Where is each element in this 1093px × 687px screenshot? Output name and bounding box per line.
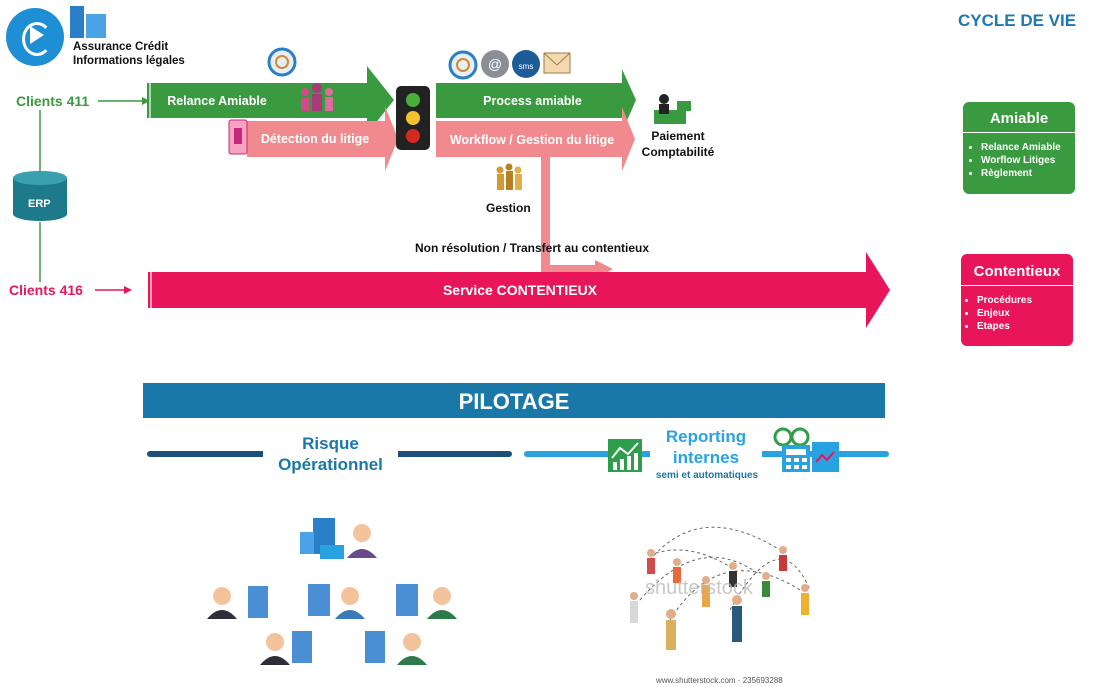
alert-icon [228, 119, 248, 155]
phone-icon [267, 47, 297, 77]
page-title: CYCLE DE VIE [958, 11, 1077, 30]
envelope-icon [543, 52, 571, 74]
network-people-icon [639, 526, 811, 621]
reporting-sub-label: semi et automatiques [655, 470, 759, 481]
reporting-label: Reporting internes [650, 426, 762, 468]
building-icon [86, 14, 106, 38]
transfer-line-h [541, 265, 597, 274]
amiable-list: Relance Amiable Worflow Litiges Règlemen… [963, 141, 1075, 180]
non-resolution-label: Non résolution / Transfert au contentieu… [415, 241, 650, 255]
amiable-item: Worflow Litiges [981, 154, 1075, 167]
connector-411-head [142, 97, 150, 105]
contentieux-item: Enjeux [977, 307, 1073, 320]
clients-411-label: Clients 411 [16, 93, 90, 109]
amiable-title: Amiable [963, 102, 1075, 133]
brand-line2: Informations légales [73, 55, 185, 67]
building-icon [70, 6, 84, 38]
contentieux-arrow [148, 252, 890, 328]
svg-text:@: @ [488, 56, 502, 72]
play-icon [30, 26, 44, 44]
calculator-icon [782, 442, 839, 472]
clients-416-label: Clients 416 [9, 282, 83, 298]
workflow-arrow [436, 107, 635, 171]
contentieux-item: Procédures [977, 294, 1073, 307]
process-label: Process amiable [483, 94, 582, 108]
watermark-credit: www.shutterstock.com · 235693288 [655, 676, 783, 685]
relance-arrow [147, 66, 394, 134]
transfer-line [541, 157, 550, 272]
glasses-icon [773, 427, 810, 447]
sms-label: sms [519, 62, 534, 71]
detection-label: Détection du litige [260, 132, 370, 146]
detection-arrow [247, 106, 398, 171]
brand-line1: Assurance Crédit [73, 41, 169, 53]
gestion-people-icon [496, 163, 522, 190]
desk-icon [654, 94, 691, 124]
phone-icon [448, 50, 478, 80]
amiable-box: Amiable Relance Amiable Worflow Litiges … [963, 102, 1075, 194]
risque-label: Risque Opérationnel [263, 433, 398, 475]
chart-icon [608, 439, 642, 472]
gestion-label: Gestion [486, 201, 531, 215]
connector-416-head [124, 286, 132, 294]
paiement-label: Paiement Comptabilité [641, 129, 715, 159]
process-arrow [436, 69, 636, 132]
contentieux-list: Procédures Enjeux Etapes [961, 294, 1073, 333]
email-icon [481, 50, 509, 78]
network-people [630, 546, 809, 650]
contentieux-item: Etapes [977, 320, 1073, 333]
contentieux-service-label: Service CONTENTIEUX [442, 282, 598, 298]
people-icon [301, 83, 333, 111]
brand-text: Assurance Crédit Informations légales [73, 40, 185, 68]
risque-illustration [207, 518, 457, 665]
workflow-label: Workflow / Gestion du litige [449, 133, 615, 147]
contentieux-title: Contentieux [961, 254, 1073, 286]
amiable-item: Règlement [981, 167, 1075, 180]
erp-label: ERP [28, 198, 51, 210]
pilotage-banner: PILOTAGE [143, 383, 885, 418]
watermark-brand: shutterstock [645, 577, 754, 599]
amiable-item: Relance Amiable [981, 141, 1075, 154]
relance-label: Relance Amiable [167, 94, 267, 108]
sms-icon [512, 50, 540, 78]
contentieux-box: Contentieux Procédures Enjeux Etapes [961, 254, 1073, 346]
